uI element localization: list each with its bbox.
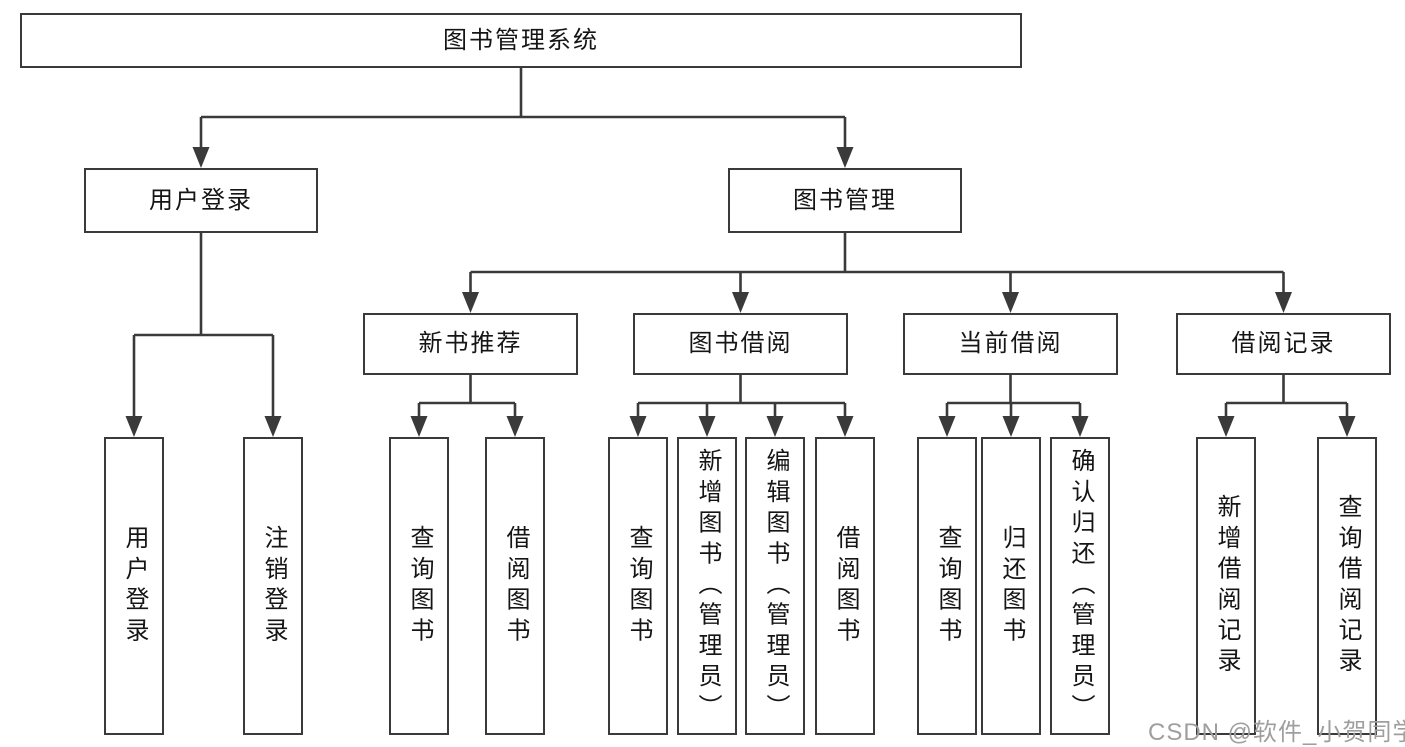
node-book-management-label: 图书管理: [793, 186, 897, 214]
node-leaf-add-borrow-record-label: 新增借阅记录: [1213, 493, 1240, 679]
node-user-login-label: 用户登录: [149, 186, 253, 214]
node-borrowing-records: 借阅记录: [1176, 313, 1391, 375]
node-leaf-confirm-return-admin-label: 确认归还（管理员）: [1067, 447, 1094, 725]
node-current-borrowing-label: 当前借阅: [958, 330, 1063, 357]
node-leaf-return-books: 归还图书: [981, 437, 1041, 735]
node-leaf-add-books-admin: 新增图书（管理员）: [677, 437, 737, 735]
node-book-management: 图书管理: [728, 168, 962, 233]
node-book-borrowing: 图书借阅: [633, 313, 848, 375]
node-leaf-query-borrow-record: 查询借阅记录: [1317, 437, 1377, 735]
node-leaf-user-login-label: 用户登录: [121, 524, 148, 648]
node-leaf-logout-label: 注销登录: [260, 524, 287, 648]
node-current-borrowing: 当前借阅: [903, 313, 1118, 375]
node-borrowing-records-label: 借阅记录: [1231, 330, 1336, 357]
node-leaf-confirm-return-admin: 确认归还（管理员）: [1050, 437, 1110, 735]
node-leaf-user-login: 用户登录: [104, 437, 164, 735]
node-leaf-query-books-3: 查询图书: [917, 437, 977, 735]
node-leaf-query-books-2: 查询图书: [608, 437, 668, 735]
node-leaf-query-books-1-label: 查询图书: [406, 524, 433, 648]
node-leaf-add-borrow-record: 新增借阅记录: [1196, 437, 1256, 735]
node-new-book-recommendation: 新书推荐: [363, 313, 578, 375]
node-new-book-recommendation-label: 新书推荐: [418, 330, 523, 357]
node-leaf-borrow-books-1-label: 借阅图书: [502, 524, 529, 648]
node-library-management-system: 图书管理系统: [20, 13, 1022, 68]
node-user-login: 用户登录: [84, 168, 318, 233]
node-leaf-borrow-books-1: 借阅图书: [485, 437, 545, 735]
node-leaf-query-books-2-label: 查询图书: [625, 524, 652, 648]
node-leaf-query-books-3-label: 查询图书: [934, 524, 961, 648]
node-leaf-query-books-1: 查询图书: [389, 437, 449, 735]
node-leaf-borrow-books-2: 借阅图书: [815, 437, 875, 735]
node-leaf-return-books-label: 归还图书: [998, 524, 1025, 648]
node-leaf-query-borrow-record-label: 查询借阅记录: [1334, 493, 1361, 679]
node-leaf-edit-books-admin: 编辑图书（管理员）: [745, 437, 805, 735]
node-leaf-logout: 注销登录: [243, 437, 303, 735]
node-library-management-system-label: 图书管理系统: [443, 26, 599, 54]
node-leaf-edit-books-admin-label: 编辑图书（管理员）: [762, 447, 789, 725]
node-book-borrowing-label: 图书借阅: [688, 330, 793, 357]
csdn-watermark: CSDN @软件_小贺同学: [1148, 719, 1405, 746]
node-leaf-borrow-books-2-label: 借阅图书: [832, 524, 859, 648]
node-leaf-add-books-admin-label: 新增图书（管理员）: [694, 447, 721, 725]
